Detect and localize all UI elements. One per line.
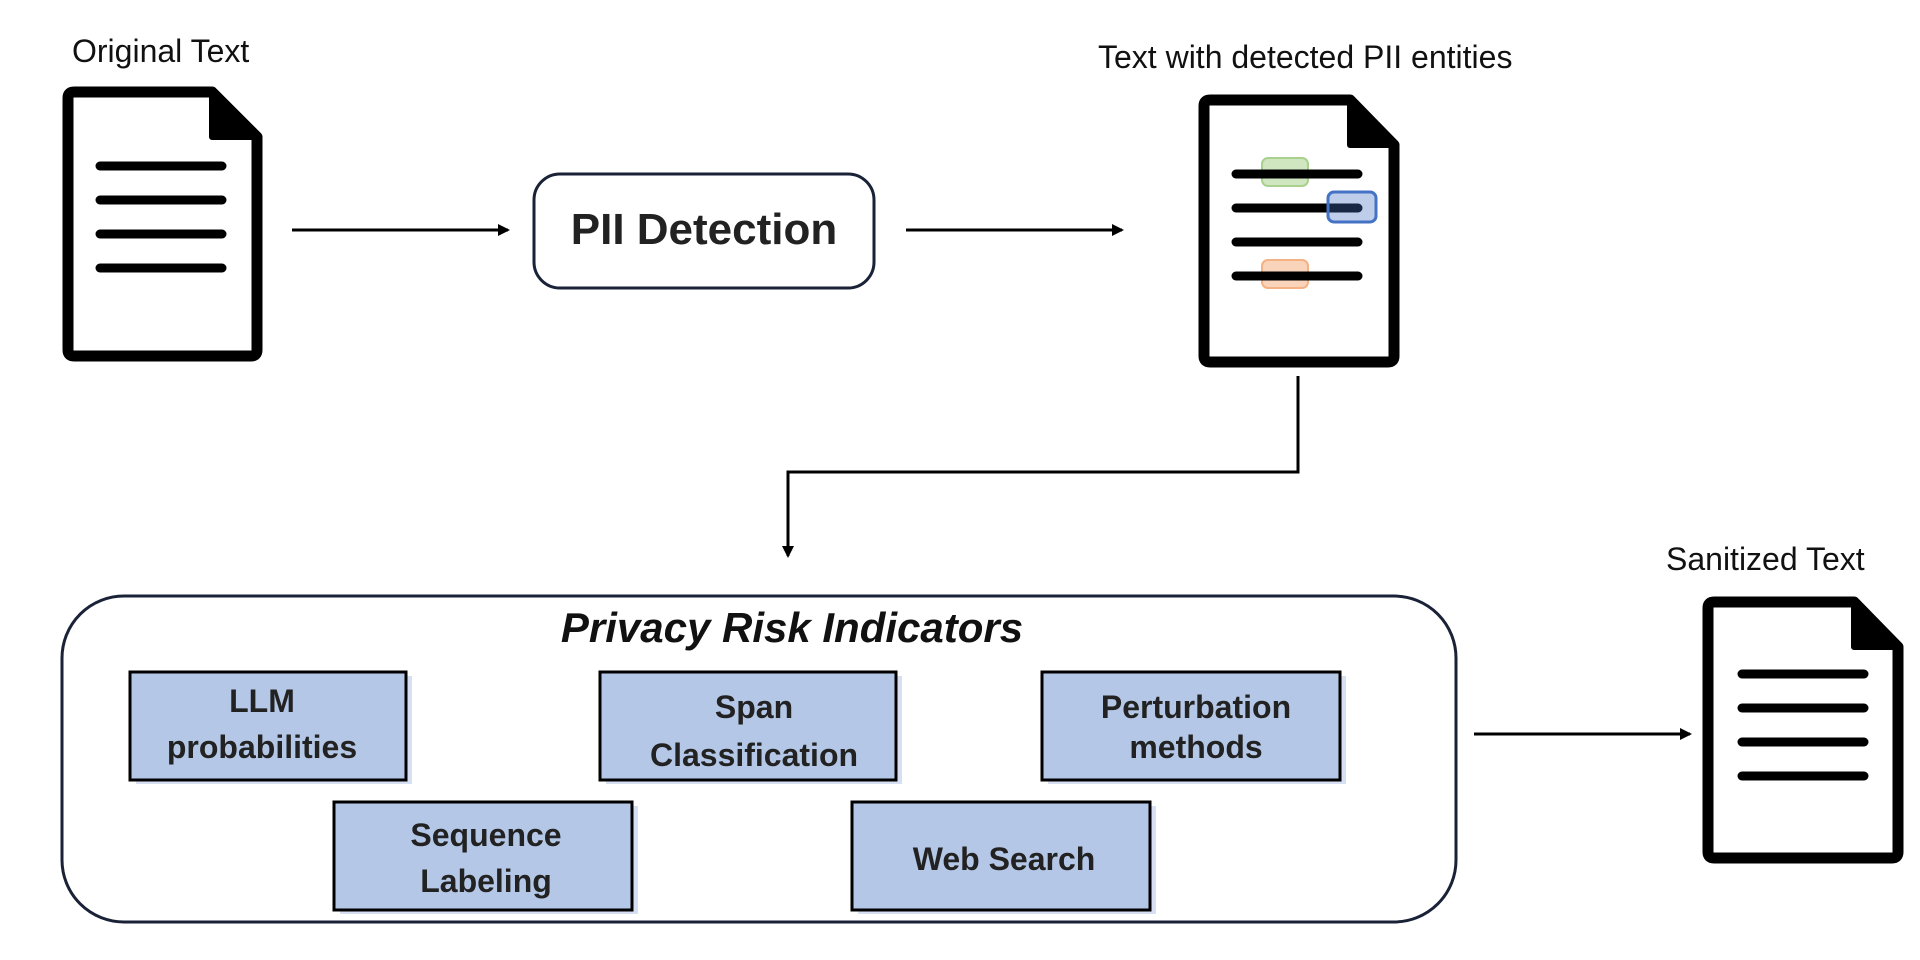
pii-detection-box: PII Detection bbox=[532, 172, 876, 290]
llm-label-line1: LLM bbox=[229, 683, 295, 719]
web-search-label: Web Search bbox=[913, 841, 1096, 877]
privacy-risk-indicators-title: Privacy Risk Indicators bbox=[561, 604, 1023, 651]
indicator-llm-probabilities: LLM probabilities bbox=[128, 670, 412, 784]
llm-label-line2: probabilities bbox=[167, 729, 357, 765]
indicator-span-classification: Span Classification bbox=[598, 670, 902, 784]
highlight-blue bbox=[1326, 190, 1378, 224]
original-text-label: Original Text bbox=[72, 33, 249, 69]
text-with-pii-label: Text with detected PII entities bbox=[1098, 39, 1512, 75]
indicator-perturbation-methods: Perturbation methods bbox=[1040, 670, 1346, 784]
connector-to-risk-indicators bbox=[782, 376, 1300, 558]
indicator-sequence-labeling: Sequence Labeling bbox=[332, 800, 638, 914]
span-label-line1: Span bbox=[715, 689, 793, 725]
span-label-line2: Classification bbox=[650, 737, 858, 773]
perturbation-label-line2: methods bbox=[1129, 729, 1262, 765]
sequence-label-line1: Sequence bbox=[410, 817, 561, 853]
pii-detection-label: PII Detection bbox=[571, 205, 838, 254]
sanitized-text-label: Sanitized Text bbox=[1666, 541, 1865, 577]
original-document-icon bbox=[62, 86, 263, 362]
indicator-web-search: Web Search bbox=[850, 800, 1156, 914]
sanitized-document-icon bbox=[1702, 596, 1904, 864]
perturbation-label-line1: Perturbation bbox=[1101, 689, 1291, 725]
sequence-label-line2: Labeling bbox=[420, 863, 552, 899]
pii-document-icon bbox=[1198, 94, 1400, 368]
